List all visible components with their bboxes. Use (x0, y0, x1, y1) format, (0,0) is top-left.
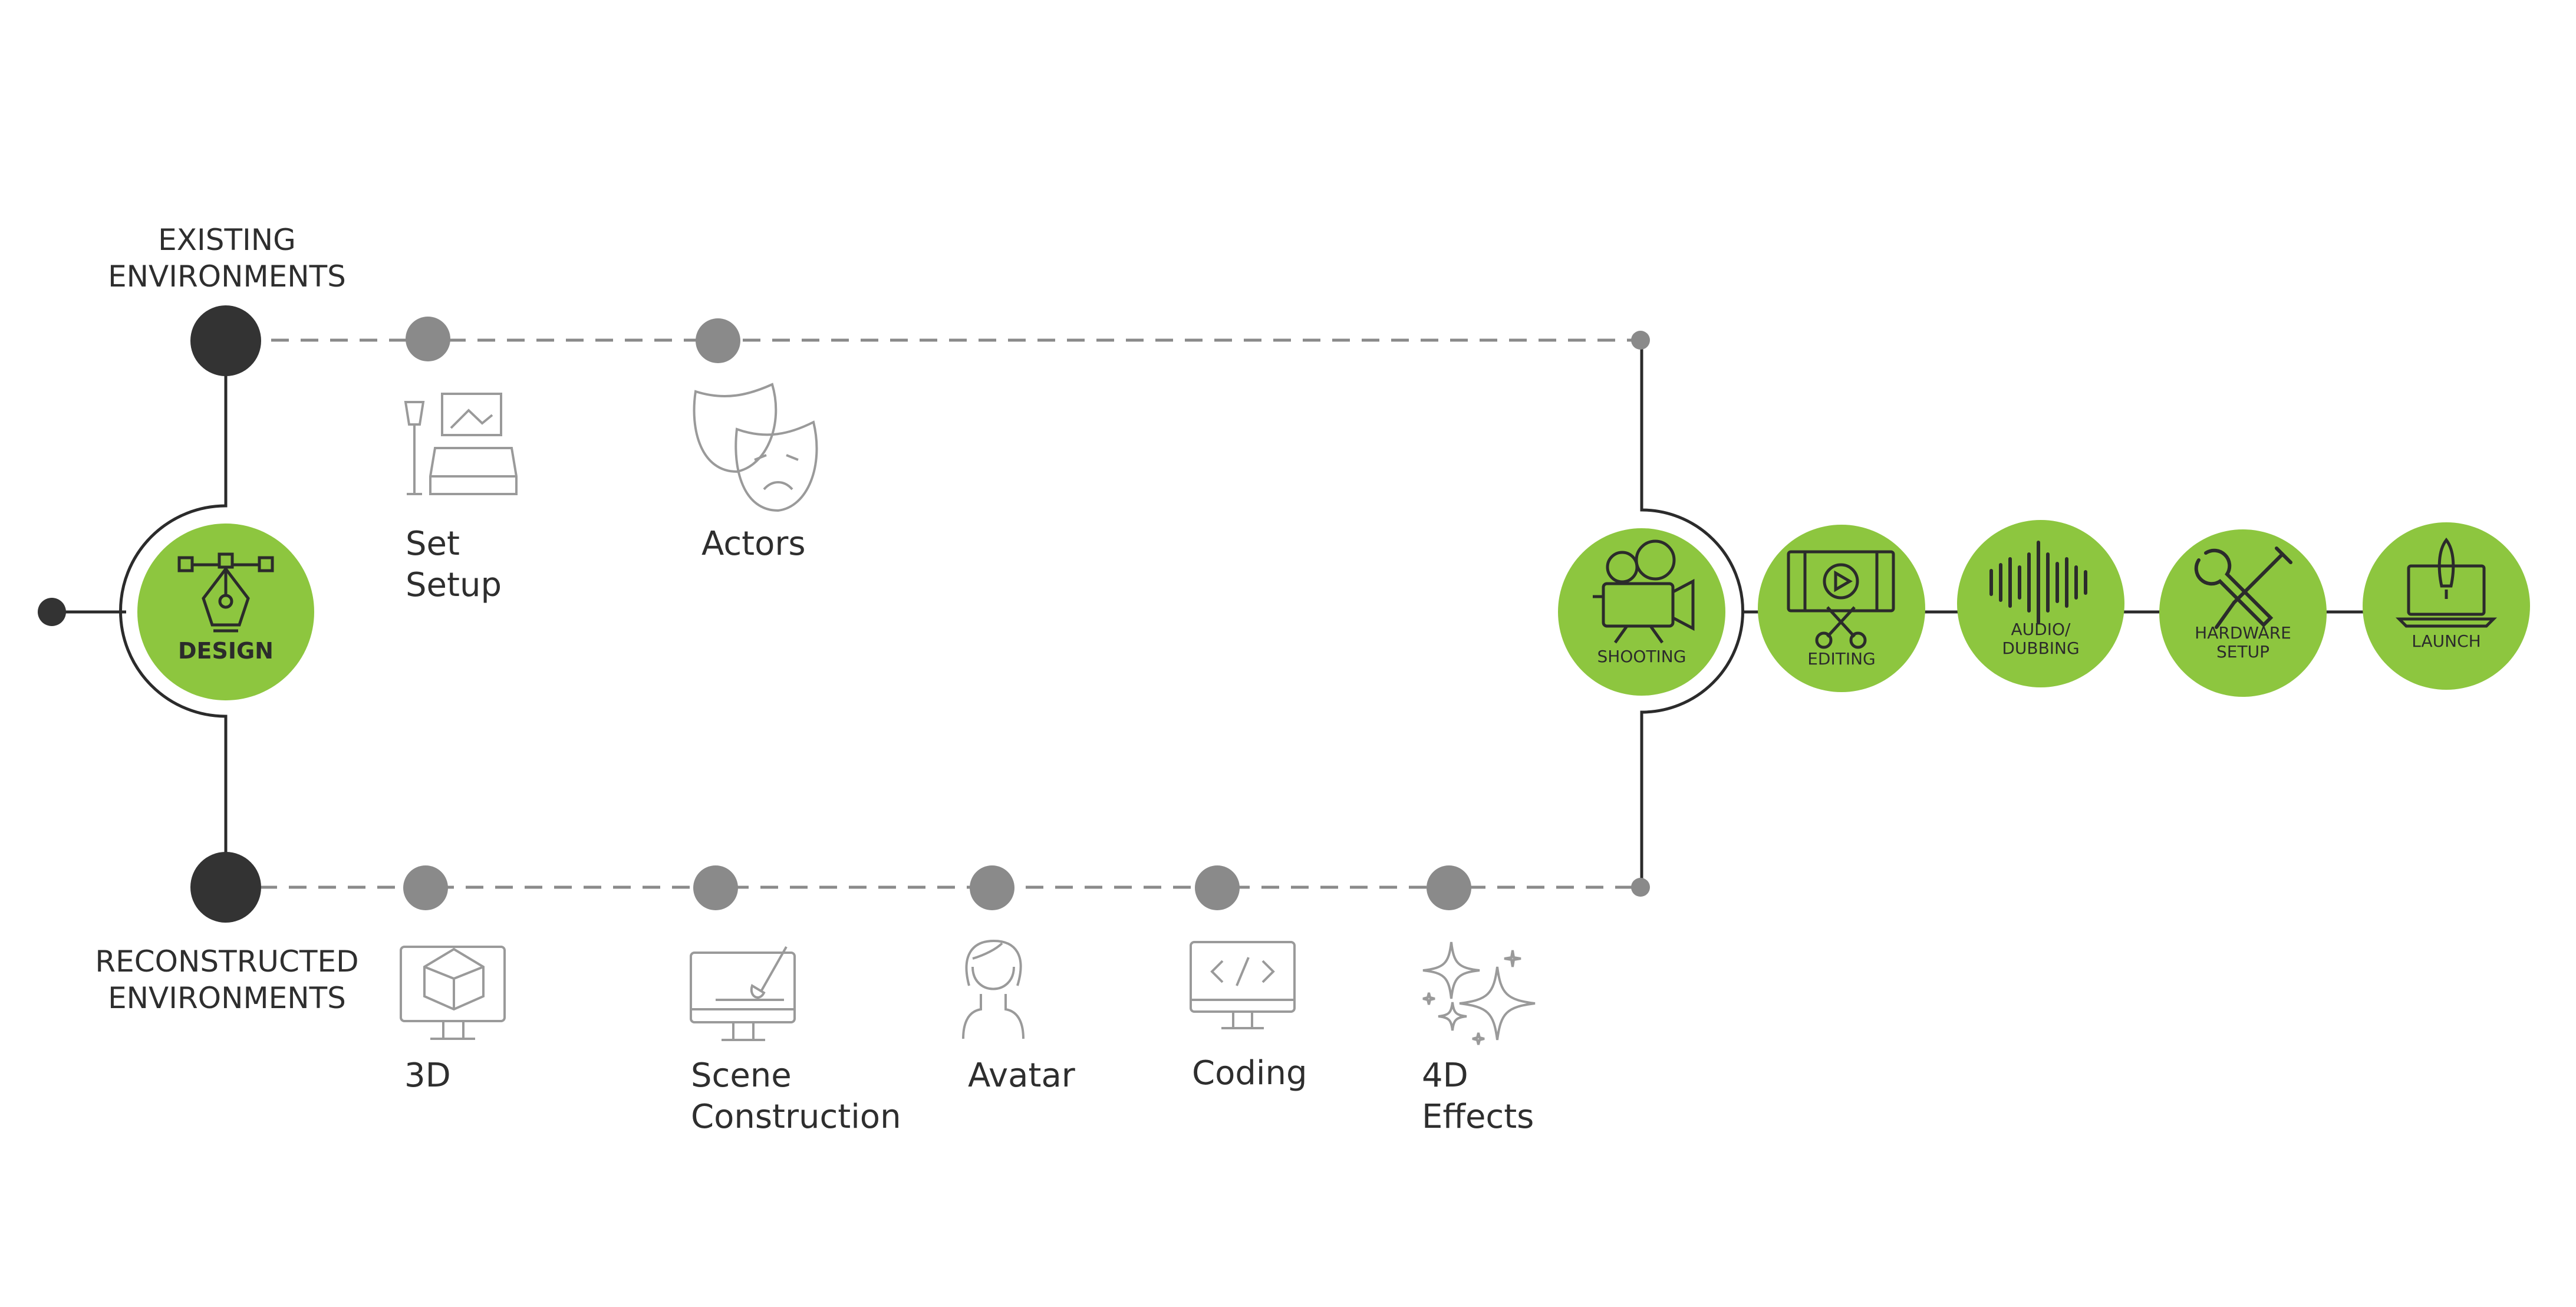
stage-circle-editing (1758, 525, 1925, 692)
step-dot-3d (403, 865, 448, 910)
avatar-icon (962, 939, 1025, 1039)
step-label-actors: Actors (701, 525, 806, 563)
existing-environments-label: EXISTING ENVIRONMENTS (108, 223, 346, 294)
step-label-set-setup: Set Setup (406, 525, 502, 604)
branch-lines (259, 338, 1642, 889)
existing-end-dot (1631, 331, 1650, 350)
step-dot-coding (1195, 865, 1240, 910)
step-dot-actors (696, 318, 740, 363)
stage-circle-launch (2363, 522, 2530, 690)
design-node (137, 524, 314, 700)
movie-camera-icon (1593, 539, 1695, 644)
stage-circle-audio-dubbing (1957, 520, 2124, 687)
paint-monitor-icon (690, 946, 796, 1041)
sound-wave-icon (1989, 541, 2087, 624)
pen-tool-icon (177, 552, 274, 633)
step-label-coding: Coding (1192, 1054, 1307, 1092)
stage-label-editing: EDITING (1807, 649, 1876, 669)
theater-masks-icon (693, 383, 818, 512)
reconstructed-environments-label: RECONSTRUCTED ENVIRONMENTS (95, 944, 359, 1015)
3d-monitor-icon (400, 946, 506, 1040)
stage-circles (1558, 520, 2530, 697)
stage-circle-hardware-setup (2159, 529, 2327, 697)
film-scissors-icon (1787, 550, 1895, 649)
start-dot (38, 598, 66, 626)
design-bracket (119, 340, 228, 887)
step-label-3d: 3D (404, 1056, 451, 1095)
reconstructed-end-dot (1631, 878, 1650, 897)
step-dot-scene-construction (693, 865, 738, 910)
step-dots (403, 317, 1471, 910)
code-monitor-icon (1190, 941, 1296, 1029)
stage-label-launch: LAUNCH (2412, 631, 2481, 651)
stage-circle-shooting (1558, 528, 1725, 696)
stage-label-hardware-setup: HARDWARE SETUP (2195, 623, 2291, 661)
step-dot-4d-effects (1427, 865, 1471, 910)
existing-branch-node (190, 305, 261, 376)
step-label-scene-construction: Scene Construction (691, 1056, 901, 1136)
rocket-laptop-icon (2395, 537, 2498, 628)
step-label-avatar: Avatar (968, 1056, 1075, 1095)
step-dot-avatar (970, 865, 1014, 910)
design-label: DESIGN (177, 638, 274, 664)
step-dot-set-setup (406, 317, 450, 361)
stage-label-shooting: SHOOTING (1597, 647, 1686, 666)
sparkles-icon (1422, 941, 1536, 1045)
reconstructed-branch-node (190, 852, 261, 923)
stage-label-audio-dubbing: AUDIO/ DUBBING (2002, 620, 2080, 658)
wrench-screwdriver-icon (2194, 546, 2292, 629)
step-label-4d-effects: 4D Effects (1422, 1056, 1534, 1136)
set-setup-icon (404, 393, 518, 495)
